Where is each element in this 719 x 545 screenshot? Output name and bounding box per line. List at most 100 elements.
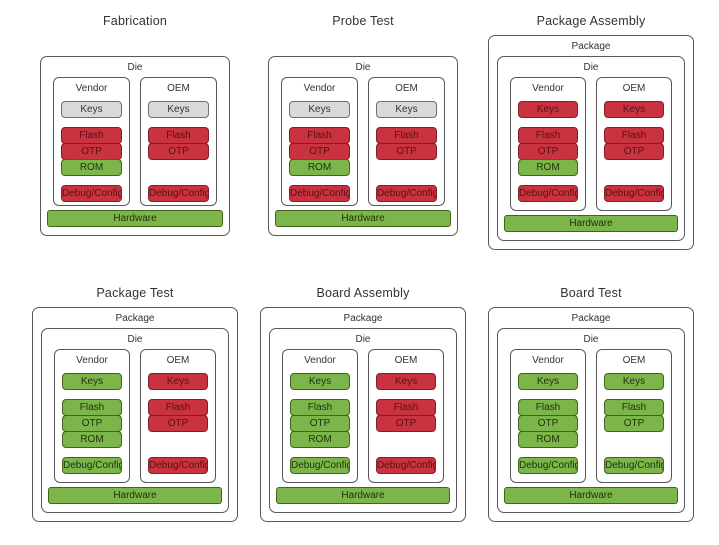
stage-title: Package Test	[96, 286, 174, 300]
oem-label: OEM	[622, 355, 646, 366]
stage-title: Fabrication	[102, 14, 168, 28]
columns-row: Vendor Keys Flash OTP ROM Debug/Config O…	[498, 75, 684, 211]
oem-memory-group: Flash OTP	[376, 399, 436, 448]
vendor-label: Vendor	[75, 83, 108, 94]
oem-column: OEM Keys Flash OTP Debug/Config	[368, 349, 444, 483]
vendor-keys-chip: Keys	[61, 101, 122, 118]
die-label: Die	[355, 62, 371, 73]
oem-column: OEM Keys Flash OTP Debug/Config	[596, 77, 672, 211]
vendor-memory-group: Flash OTP ROM	[518, 399, 578, 448]
oem-flash-chip: Flash	[604, 399, 664, 416]
package-box: Package Die Vendor Keys Flash OTP ROM De…	[488, 307, 694, 522]
die-box: Die Vendor Keys Flash OTP ROM Debug/Conf…	[497, 56, 685, 241]
oem-flash-chip: Flash	[376, 399, 436, 416]
hardware-bar: Hardware	[275, 210, 451, 227]
vendor-debug-config-chip: Debug/Config	[518, 457, 578, 474]
oem-memory-group: Flash OTP	[376, 127, 437, 176]
vendor-flash-chip: Flash	[518, 127, 578, 144]
oem-otp-chip: OTP	[376, 415, 436, 432]
oem-debug-config-chip: Debug/Config	[148, 457, 208, 474]
vendor-otp-chip: OTP	[290, 415, 350, 432]
vendor-flash-chip: Flash	[518, 399, 578, 416]
oem-column: OEM Keys Flash OTP Debug/Config	[140, 349, 216, 483]
vendor-memory-group: Flash OTP ROM	[61, 127, 122, 176]
vendor-otp-chip: OTP	[289, 143, 350, 160]
die-label: Die	[355, 334, 371, 345]
vendor-column: Vendor Keys Flash OTP ROM Debug/Config	[510, 77, 586, 211]
columns-row: Vendor Keys Flash OTP ROM Debug/Config O…	[269, 75, 457, 206]
vendor-rom-chip: ROM	[289, 159, 350, 176]
vendor-debug-config-chip: Debug/Config	[61, 185, 122, 202]
die-box: Die Vendor Keys Flash OTP ROM Debug/Conf…	[497, 328, 685, 513]
oem-label: OEM	[395, 83, 418, 94]
vendor-keys-chip: Keys	[290, 373, 350, 390]
oem-keys-chip: Keys	[376, 101, 437, 118]
package-box: Package Die Vendor Keys Flash OTP ROM De…	[260, 307, 466, 522]
stage-cell: Fabrication Die Vendor Keys Flash OTP RO…	[32, 0, 238, 272]
package-box: Die Vendor Keys Flash OTP ROM Debug/Conf…	[32, 56, 238, 236]
vendor-label: Vendor	[304, 355, 336, 366]
oem-memory-group: Flash OTP	[604, 127, 664, 176]
die-label: Die	[127, 334, 143, 345]
vendor-flash-chip: Flash	[62, 399, 122, 416]
vendor-column: Vendor Keys Flash OTP ROM Debug/Config	[53, 77, 130, 206]
hardware-bar: Hardware	[504, 487, 678, 504]
vendor-otp-chip: OTP	[62, 415, 122, 432]
stage-cell: Board Test Package Die Vendor Keys Flash…	[488, 272, 694, 545]
vendor-keys-chip: Keys	[518, 101, 578, 118]
vendor-debug-config-chip: Debug/Config	[62, 457, 122, 474]
vendor-rom-chip: ROM	[518, 431, 578, 448]
oem-label: OEM	[167, 83, 190, 94]
oem-memory-group: Flash OTP	[148, 399, 208, 448]
hardware-bar: Hardware	[504, 215, 678, 232]
die-label: Die	[127, 62, 143, 73]
vendor-memory-group: Flash OTP ROM	[290, 399, 350, 448]
vendor-otp-chip: OTP	[518, 415, 578, 432]
oem-debug-config-chip: Debug/Config	[376, 185, 437, 202]
oem-label: OEM	[394, 355, 418, 366]
oem-otp-chip: OTP	[148, 143, 209, 160]
vendor-label: Vendor	[532, 83, 564, 94]
vendor-debug-config-chip: Debug/Config	[518, 185, 578, 202]
oem-otp-chip: OTP	[604, 143, 664, 160]
package-label: Package	[571, 313, 611, 324]
die-label: Die	[583, 62, 599, 73]
vendor-debug-config-chip: Debug/Config	[289, 185, 350, 202]
oem-column: OEM Keys Flash OTP Debug/Config	[140, 77, 217, 206]
vendor-otp-chip: OTP	[518, 143, 578, 160]
vendor-flash-chip: Flash	[61, 127, 122, 144]
package-box: Die Vendor Keys Flash OTP ROM Debug/Conf…	[260, 56, 466, 236]
vendor-memory-group: Flash OTP ROM	[62, 399, 122, 448]
oem-label: OEM	[622, 83, 646, 94]
oem-debug-config-chip: Debug/Config	[604, 185, 664, 202]
oem-flash-chip: Flash	[148, 399, 208, 416]
oem-debug-config-chip: Debug/Config	[148, 185, 209, 202]
stage-title: Board Assembly	[316, 286, 410, 300]
vendor-label: Vendor	[532, 355, 564, 366]
vendor-label: Vendor	[303, 83, 336, 94]
oem-keys-chip: Keys	[148, 373, 208, 390]
vendor-memory-group: Flash OTP ROM	[518, 127, 578, 176]
package-label: Package	[115, 313, 155, 324]
stage-title: Package Assembly	[536, 14, 646, 28]
vendor-column: Vendor Keys Flash OTP ROM Debug/Config	[54, 349, 130, 483]
vendor-debug-config-chip: Debug/Config	[290, 457, 350, 474]
die-box: Die Vendor Keys Flash OTP ROM Debug/Conf…	[41, 328, 229, 513]
die-box: Die Vendor Keys Flash OTP ROM Debug/Conf…	[40, 56, 230, 236]
stage-cell: Package Assembly Package Die Vendor Keys…	[488, 0, 694, 272]
stage-title: Probe Test	[332, 14, 394, 28]
vendor-rom-chip: ROM	[61, 159, 122, 176]
oem-otp-chip: OTP	[376, 143, 437, 160]
vendor-label: Vendor	[76, 355, 108, 366]
die-box: Die Vendor Keys Flash OTP ROM Debug/Conf…	[269, 328, 457, 513]
oem-flash-chip: Flash	[376, 127, 437, 144]
vendor-keys-chip: Keys	[62, 373, 122, 390]
hardware-bar: Hardware	[47, 210, 223, 227]
die-box: Die Vendor Keys Flash OTP ROM Debug/Conf…	[268, 56, 458, 236]
oem-flash-chip: Flash	[148, 127, 209, 144]
vendor-flash-chip: Flash	[290, 399, 350, 416]
package-box: Package Die Vendor Keys Flash OTP ROM De…	[32, 307, 238, 522]
vendor-otp-chip: OTP	[61, 143, 122, 160]
package-label: Package	[343, 313, 383, 324]
